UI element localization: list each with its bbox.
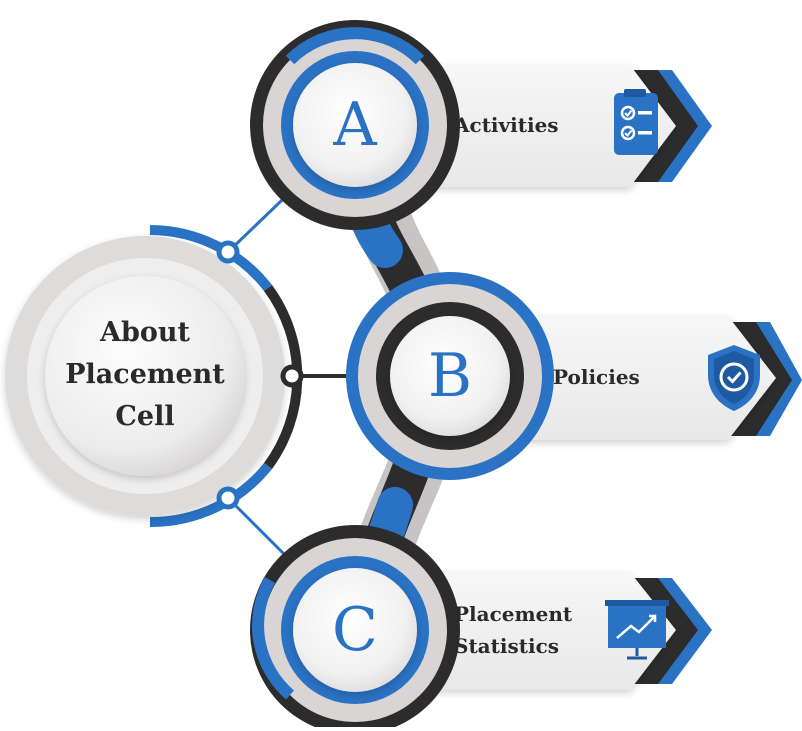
item-b-label: Policies [553, 365, 640, 389]
hub-dot-middle [280, 364, 304, 388]
hub-title-line: About [100, 317, 190, 348]
shield-check-icon [708, 345, 760, 411]
hub-title-line: Placement [65, 359, 225, 390]
node-c [250, 525, 460, 731]
hub-node [5, 225, 304, 528]
hub-dot-bottom [216, 486, 240, 510]
hub-dot-top [216, 240, 240, 264]
item-c-label-line1: Placement [454, 602, 573, 626]
hub-title-line: Cell [115, 401, 175, 432]
node-b [346, 272, 554, 480]
node-a-letter: A [333, 90, 377, 160]
node-a [250, 20, 460, 230]
chart-presentation-icon [605, 600, 669, 660]
node-c-letter: C [332, 595, 378, 665]
checklist-icon [614, 89, 658, 155]
item-a-label: Activities [454, 113, 559, 137]
hub-title: About Placement Cell [45, 312, 245, 438]
item-c-label-line2: Statistics [454, 634, 560, 658]
node-b-letter: B [427, 341, 473, 411]
